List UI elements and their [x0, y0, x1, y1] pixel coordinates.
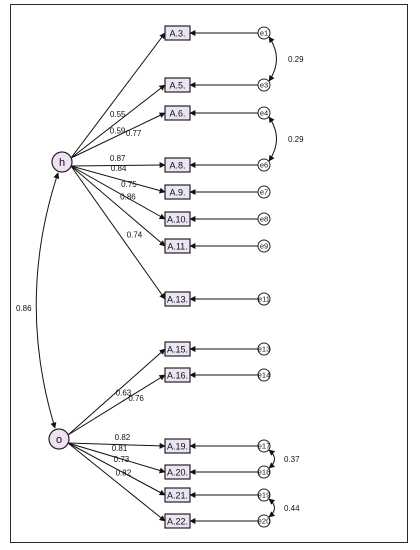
error-covariance-path [268, 498, 276, 518]
error-term [257, 106, 271, 120]
error-covariance-label: 0.29 [288, 55, 304, 64]
error-term-label: e8 [260, 215, 268, 224]
loading-path [70, 162, 166, 169]
error-term [257, 342, 271, 356]
error-term-label: e4 [260, 109, 268, 118]
loading-label: 0.82 [115, 433, 131, 442]
indicator-label: A.9. [169, 188, 185, 198]
loading-label: 0.75 [121, 180, 137, 189]
indicator-label: A.10. [167, 215, 188, 225]
loading-path [67, 442, 166, 449]
error-term [257, 292, 271, 306]
indicator-label: A.13. [167, 295, 188, 305]
loading-label: 0.77 [126, 129, 142, 138]
loading-path [70, 165, 166, 220]
error-term-label: e1 [260, 29, 268, 38]
loading-label: 0.63 [116, 389, 132, 398]
latent-factor-o [48, 428, 70, 450]
error-term [257, 239, 271, 253]
latent-factor-label: h [59, 157, 65, 169]
loading-label: 0.76 [128, 394, 144, 403]
loading-path [67, 442, 166, 522]
latent-factor-label: o [56, 434, 62, 446]
error-term-label: e13 [258, 345, 271, 354]
error-term-label: e19 [258, 491, 271, 500]
error-term-label: e11 [258, 295, 270, 304]
error-term-label: e3 [260, 81, 268, 90]
error-term-label: e6 [260, 161, 268, 170]
indicator-label: A.15. [167, 345, 188, 355]
indicator-label: A.8. [169, 161, 185, 171]
loading-path [67, 374, 166, 436]
loading-path [70, 32, 166, 159]
diagram-frame [10, 4, 408, 543]
loading-label: 0.74 [127, 230, 143, 239]
loading-path [67, 442, 166, 496]
error-covariance-label: 0.37 [284, 455, 300, 464]
loading-path [70, 112, 166, 159]
factor-correlation-path [35, 172, 60, 429]
error-term [257, 78, 271, 92]
error-covariance-path [268, 449, 276, 469]
loading-path [70, 165, 166, 194]
error-term-label: e20 [258, 517, 271, 526]
loading-path [67, 442, 166, 474]
indicator-label: A.22. [167, 517, 188, 527]
loading-path [67, 348, 166, 436]
indicator-label: A.5. [169, 81, 185, 91]
error-covariance-label: 0.29 [288, 135, 304, 144]
error-term [257, 185, 271, 199]
error-term-label: e9 [260, 242, 268, 251]
loading-label: 0.81 [112, 444, 128, 453]
loading-label: 0.86 [120, 192, 136, 201]
indicator-label: A.21. [167, 491, 188, 501]
indicator-label: A.16. [167, 371, 188, 381]
factor-correlation-label: 0.86 [16, 304, 32, 313]
indicator-label: A.11. [167, 242, 187, 252]
latent-factor-h [51, 151, 73, 173]
error-term [257, 514, 271, 528]
error-covariance-path [268, 116, 277, 162]
error-term [257, 212, 271, 226]
error-covariance-label: 0.44 [284, 504, 300, 513]
error-covariance-path [268, 36, 277, 82]
error-term [257, 368, 271, 382]
loading-path [70, 165, 166, 247]
loading-label: 0.73 [114, 455, 130, 464]
loading-path [70, 165, 166, 300]
indicator-label: A.19. [167, 442, 188, 452]
indicator-label: A.6. [169, 109, 185, 119]
loading-label: 0.82 [116, 469, 132, 478]
loading-label: 0.59 [110, 127, 126, 136]
error-term [257, 26, 271, 40]
error-term-label: e7 [260, 188, 268, 197]
error-term-label: e14 [258, 371, 271, 380]
error-term [257, 439, 271, 453]
error-term [257, 488, 271, 502]
indicator-label: A.3. [169, 29, 185, 39]
loading-label: 0.84 [111, 164, 127, 173]
loading-path [70, 84, 166, 159]
error-term-label: e18 [258, 468, 271, 477]
indicator-label: A.20. [167, 468, 188, 478]
error-term [257, 158, 271, 172]
error-term-label: e17 [258, 442, 271, 451]
loading-label: 0.87 [110, 154, 126, 163]
error-term [257, 465, 271, 479]
loading-label: 0.55 [110, 110, 126, 119]
